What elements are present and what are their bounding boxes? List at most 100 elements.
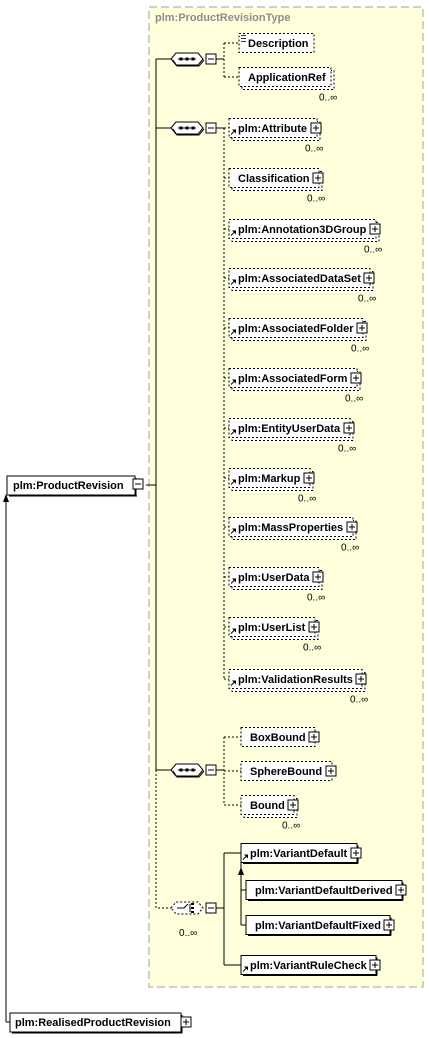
element-userdata[interactable]: plm:UserData 0..∞ [228,567,325,604]
expand-icon[interactable] [369,959,381,971]
compositors: 0..∞ [170,52,217,939]
cardinality-label: 0..∞ [303,643,321,654]
cardinality-label: 0..∞ [305,144,323,155]
realised-element-label: plm:RealisedProductRevision [15,1017,171,1029]
cardinality-label: 0..∞ [307,593,325,604]
documentation-icon [241,35,246,42]
element-label: plm:EntityUserData [238,423,341,435]
reference-arrow-icon [244,966,248,971]
expand-icon[interactable] [350,847,362,859]
expand-icon[interactable] [287,799,299,811]
cardinality-label: 0..∞ [350,695,368,706]
element-spherebound[interactable]: SphereBound [240,761,337,781]
sequence-branch-lines [224,127,229,680]
sequence-compositor-icon[interactable] [170,121,217,136]
element-label: plm:VariantDefaultDerived [255,885,393,897]
element-description[interactable]: Description [238,33,315,53]
element-label: plm:UserList [238,622,306,634]
cardinality-label: 0..∞ [351,344,369,355]
expand-icon[interactable] [369,223,381,235]
root-element-label: plm:ProductRevision [13,480,124,492]
element-entityuserdata[interactable]: plm:EntityUserData 0..∞ [228,418,356,455]
element-label: Description [248,38,309,50]
connector-lines [5,42,246,1023]
element-attribute[interactable]: plm:Attribute 0..∞ [228,118,323,155]
element-label: SphereBound [250,766,322,778]
element-associatedform[interactable]: plm:AssociatedForm 0..∞ [228,368,363,405]
element-label: plm:Annotation3DGroup [238,224,367,236]
element-label: plm:Attribute [238,123,307,135]
element-markup[interactable]: plm:Markup 0..∞ [228,468,316,505]
expand-icon[interactable] [395,884,407,896]
expand-icon[interactable] [303,472,315,484]
element-variantrulecheck[interactable]: plm:VariantRuleCheck [240,955,381,976]
expand-icon[interactable] [350,372,362,384]
collapse-icon[interactable] [132,478,144,490]
cardinality-label: 0..∞ [364,245,382,256]
element-label: Classification [238,173,310,185]
expand-icon[interactable] [356,322,368,334]
reference-arrow-icon [232,379,236,384]
element-userlist[interactable]: plm:UserList 0..∞ [228,617,321,654]
expand-icon[interactable] [312,172,324,184]
element-label: plm:VariantDefault [250,848,348,860]
expand-icon[interactable] [308,621,320,633]
element-variantdefaultderived[interactable]: plm:VariantDefaultDerived [245,880,407,901]
element-associatedfolder[interactable]: plm:AssociatedFolder 0..∞ [228,318,369,355]
cardinality-label: 0..∞ [298,494,316,505]
reference-arrow-icon [232,628,236,633]
element-label: plm:AssociatedDataSet [238,273,361,285]
element-label: plm:AssociatedForm [238,373,348,385]
element-annotation3dgroup[interactable]: plm:Annotation3DGroup 0..∞ [228,219,382,256]
reference-arrow-icon [232,329,236,334]
element-label: Bound [250,800,285,812]
element-label: plm:VariantRuleCheck [250,960,368,972]
element-variantdefault[interactable]: plm:VariantDefault [240,843,362,864]
expand-icon[interactable] [355,673,367,685]
expand-icon[interactable] [343,422,355,434]
expand-icon[interactable] [363,272,375,284]
element-associateddataset[interactable]: plm:AssociatedDataSet 0..∞ [228,268,376,305]
sequence-compositor-icon[interactable] [170,763,217,778]
collapse-icon[interactable] [205,902,217,914]
element-boxbound[interactable]: BoxBound [240,727,320,747]
expand-icon[interactable] [383,919,395,931]
element-variantdefaultfixed[interactable]: plm:VariantDefaultFixed [245,915,395,936]
collapse-icon[interactable] [205,764,217,776]
expand-icon[interactable] [308,731,320,743]
expand-icon[interactable] [180,1016,192,1028]
element-label: plm:Markup [238,473,301,485]
reference-arrow-icon [232,578,236,583]
expand-icon[interactable] [312,571,324,583]
reference-arrow-icon [232,528,236,533]
reference-arrow-icon [232,429,236,434]
cardinality-label: 0..∞ [341,543,359,554]
complex-type-label: plm:ProductRevisionType [155,12,290,24]
element-label: ApplicationRef [248,72,326,84]
cardinality-label: 0..∞ [358,294,376,305]
derivation-arrow-icon [238,867,244,875]
cardinality-label: 0..∞ [345,394,363,405]
element-label: plm:UserData [238,572,310,584]
element-label: BoxBound [250,732,306,744]
root-element[interactable]: plm:ProductRevision [6,475,144,497]
cardinality-label: 0..∞ [338,444,356,455]
expand-icon[interactable] [346,521,358,533]
realised-element[interactable]: plm:RealisedProductRevision [9,1012,192,1034]
element-bound[interactable]: Bound 0..∞ [240,795,300,832]
expand-icon[interactable] [325,765,337,777]
element-label: plm:AssociatedFolder [238,323,354,335]
expand-icon[interactable] [310,122,322,134]
collapse-icon[interactable] [205,122,217,134]
complex-type-box [148,6,424,988]
sequence-compositor-icon[interactable] [170,52,217,67]
collapse-icon[interactable] [205,53,217,65]
choice-compositor-icon[interactable]: 0..∞ [170,901,217,939]
reference-arrow-icon [232,129,236,134]
cardinality-label: 0..∞ [282,821,300,832]
